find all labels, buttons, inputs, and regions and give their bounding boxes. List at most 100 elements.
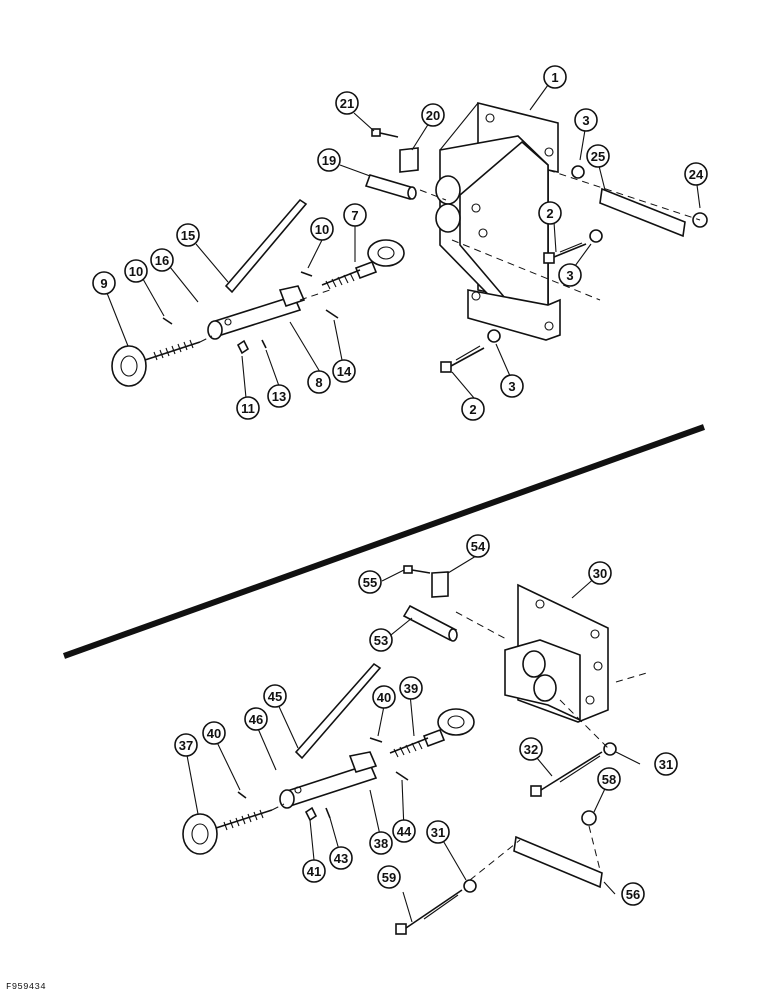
svg-text:25: 25 — [591, 149, 605, 164]
svg-text:20: 20 — [426, 108, 440, 123]
arm-8 — [207, 285, 306, 340]
svg-text:37: 37 — [179, 738, 193, 753]
upper-assembly — [111, 101, 708, 387]
callout-11: 11 — [236, 396, 260, 420]
bolt-2a — [543, 242, 587, 264]
rod-end-7 — [321, 239, 405, 290]
cotter-pin-44 — [395, 771, 409, 781]
svg-text:55: 55 — [363, 575, 377, 590]
callout-3b: 3 — [558, 263, 582, 287]
svg-text:19: 19 — [322, 153, 336, 168]
callout-7: 7 — [343, 203, 367, 227]
lever-rod-45 — [294, 662, 382, 760]
callout-10b: 10 — [124, 259, 148, 283]
callout-2b: 2 — [461, 397, 485, 421]
callout-10a: 10 — [310, 217, 334, 241]
plate-56 — [513, 835, 603, 889]
bolt-55 — [403, 565, 431, 574]
svg-text:11: 11 — [241, 401, 255, 416]
callout-40a: 40 — [372, 685, 396, 709]
svg-text:24: 24 — [689, 167, 704, 182]
clip-plate-54 — [431, 571, 449, 598]
callout-53: 53 — [369, 628, 393, 652]
svg-text:40: 40 — [377, 690, 391, 705]
rod-end-37 — [182, 809, 273, 855]
bolt-21 — [371, 128, 399, 138]
svg-text:15: 15 — [181, 228, 195, 243]
mounting-bracket-upper — [435, 101, 561, 341]
svg-text:54: 54 — [471, 539, 486, 554]
bolt-59 — [395, 889, 463, 935]
pin-43 — [325, 807, 331, 819]
svg-text:10: 10 — [315, 222, 329, 237]
svg-text:2: 2 — [469, 402, 476, 417]
svg-text:43: 43 — [334, 851, 348, 866]
svg-text:16: 16 — [155, 253, 169, 268]
lower-assembly — [182, 565, 651, 935]
svg-text:3: 3 — [582, 113, 589, 128]
svg-text:39: 39 — [404, 681, 418, 696]
callout-2a: 2 — [538, 201, 562, 225]
callout-45: 45 — [263, 684, 287, 708]
svg-text:53: 53 — [374, 633, 388, 648]
svg-text:59: 59 — [382, 870, 396, 885]
callout-40b: 40 — [202, 721, 226, 745]
callout-24: 24 — [684, 162, 708, 186]
washer-31a — [603, 742, 617, 756]
callout-38: 38 — [369, 831, 393, 855]
svg-text:2: 2 — [546, 206, 553, 221]
svg-text:40: 40 — [207, 726, 221, 741]
clip-11 — [236, 339, 250, 355]
svg-text:46: 46 — [249, 712, 263, 727]
rod-end-9 — [111, 339, 201, 387]
callouts: 1 21 20 3 19 25 24 2 10 7 15 16 3 10 9 1… — [92, 65, 708, 906]
callout-37: 37 — [174, 733, 198, 757]
callout-59: 59 — [377, 865, 401, 889]
callout-8: 8 — [307, 370, 331, 394]
callout-58: 58 — [597, 767, 621, 791]
spring-pin-10b — [162, 317, 173, 325]
clip-41 — [304, 806, 318, 822]
washer-31b — [463, 879, 477, 893]
svg-text:31: 31 — [659, 757, 673, 772]
bolt-2b — [440, 345, 485, 373]
callout-30: 30 — [588, 561, 612, 585]
spring-pin-10a — [300, 271, 313, 277]
cotter-pin-14 — [325, 309, 339, 319]
callout-19: 19 — [317, 148, 341, 172]
washer-3c — [487, 329, 501, 343]
spring-pin-40b — [237, 791, 247, 799]
spring-pin-40a — [369, 737, 383, 743]
callout-54: 54 — [466, 534, 490, 558]
callout-13: 13 — [267, 384, 291, 408]
callout-41: 41 — [302, 859, 326, 883]
callout-31b: 31 — [426, 820, 450, 844]
svg-text:32: 32 — [524, 742, 538, 757]
callout-43: 43 — [329, 846, 353, 870]
svg-text:7: 7 — [351, 208, 358, 223]
svg-text:14: 14 — [337, 364, 352, 379]
callout-46: 46 — [244, 707, 268, 731]
svg-text:31: 31 — [431, 825, 445, 840]
lever-rod-15 — [224, 198, 308, 294]
clip-plate-20 — [399, 147, 419, 173]
svg-text:10: 10 — [129, 264, 143, 279]
callout-14: 14 — [332, 359, 356, 383]
callout-15: 15 — [176, 223, 200, 247]
svg-text:13: 13 — [272, 389, 286, 404]
washer-3a — [571, 165, 585, 179]
pin-53 — [402, 604, 458, 642]
svg-text:41: 41 — [307, 864, 321, 879]
callout-56: 56 — [621, 882, 645, 906]
svg-text:3: 3 — [508, 379, 515, 394]
callout-39: 39 — [399, 676, 423, 700]
svg-text:30: 30 — [593, 566, 607, 581]
leader-lines — [106, 84, 701, 923]
svg-text:3: 3 — [566, 268, 573, 283]
svg-text:56: 56 — [626, 887, 640, 902]
callout-20: 20 — [421, 103, 445, 127]
svg-text:1: 1 — [551, 70, 558, 85]
callout-55: 55 — [358, 570, 382, 594]
washer-3b — [589, 229, 603, 243]
